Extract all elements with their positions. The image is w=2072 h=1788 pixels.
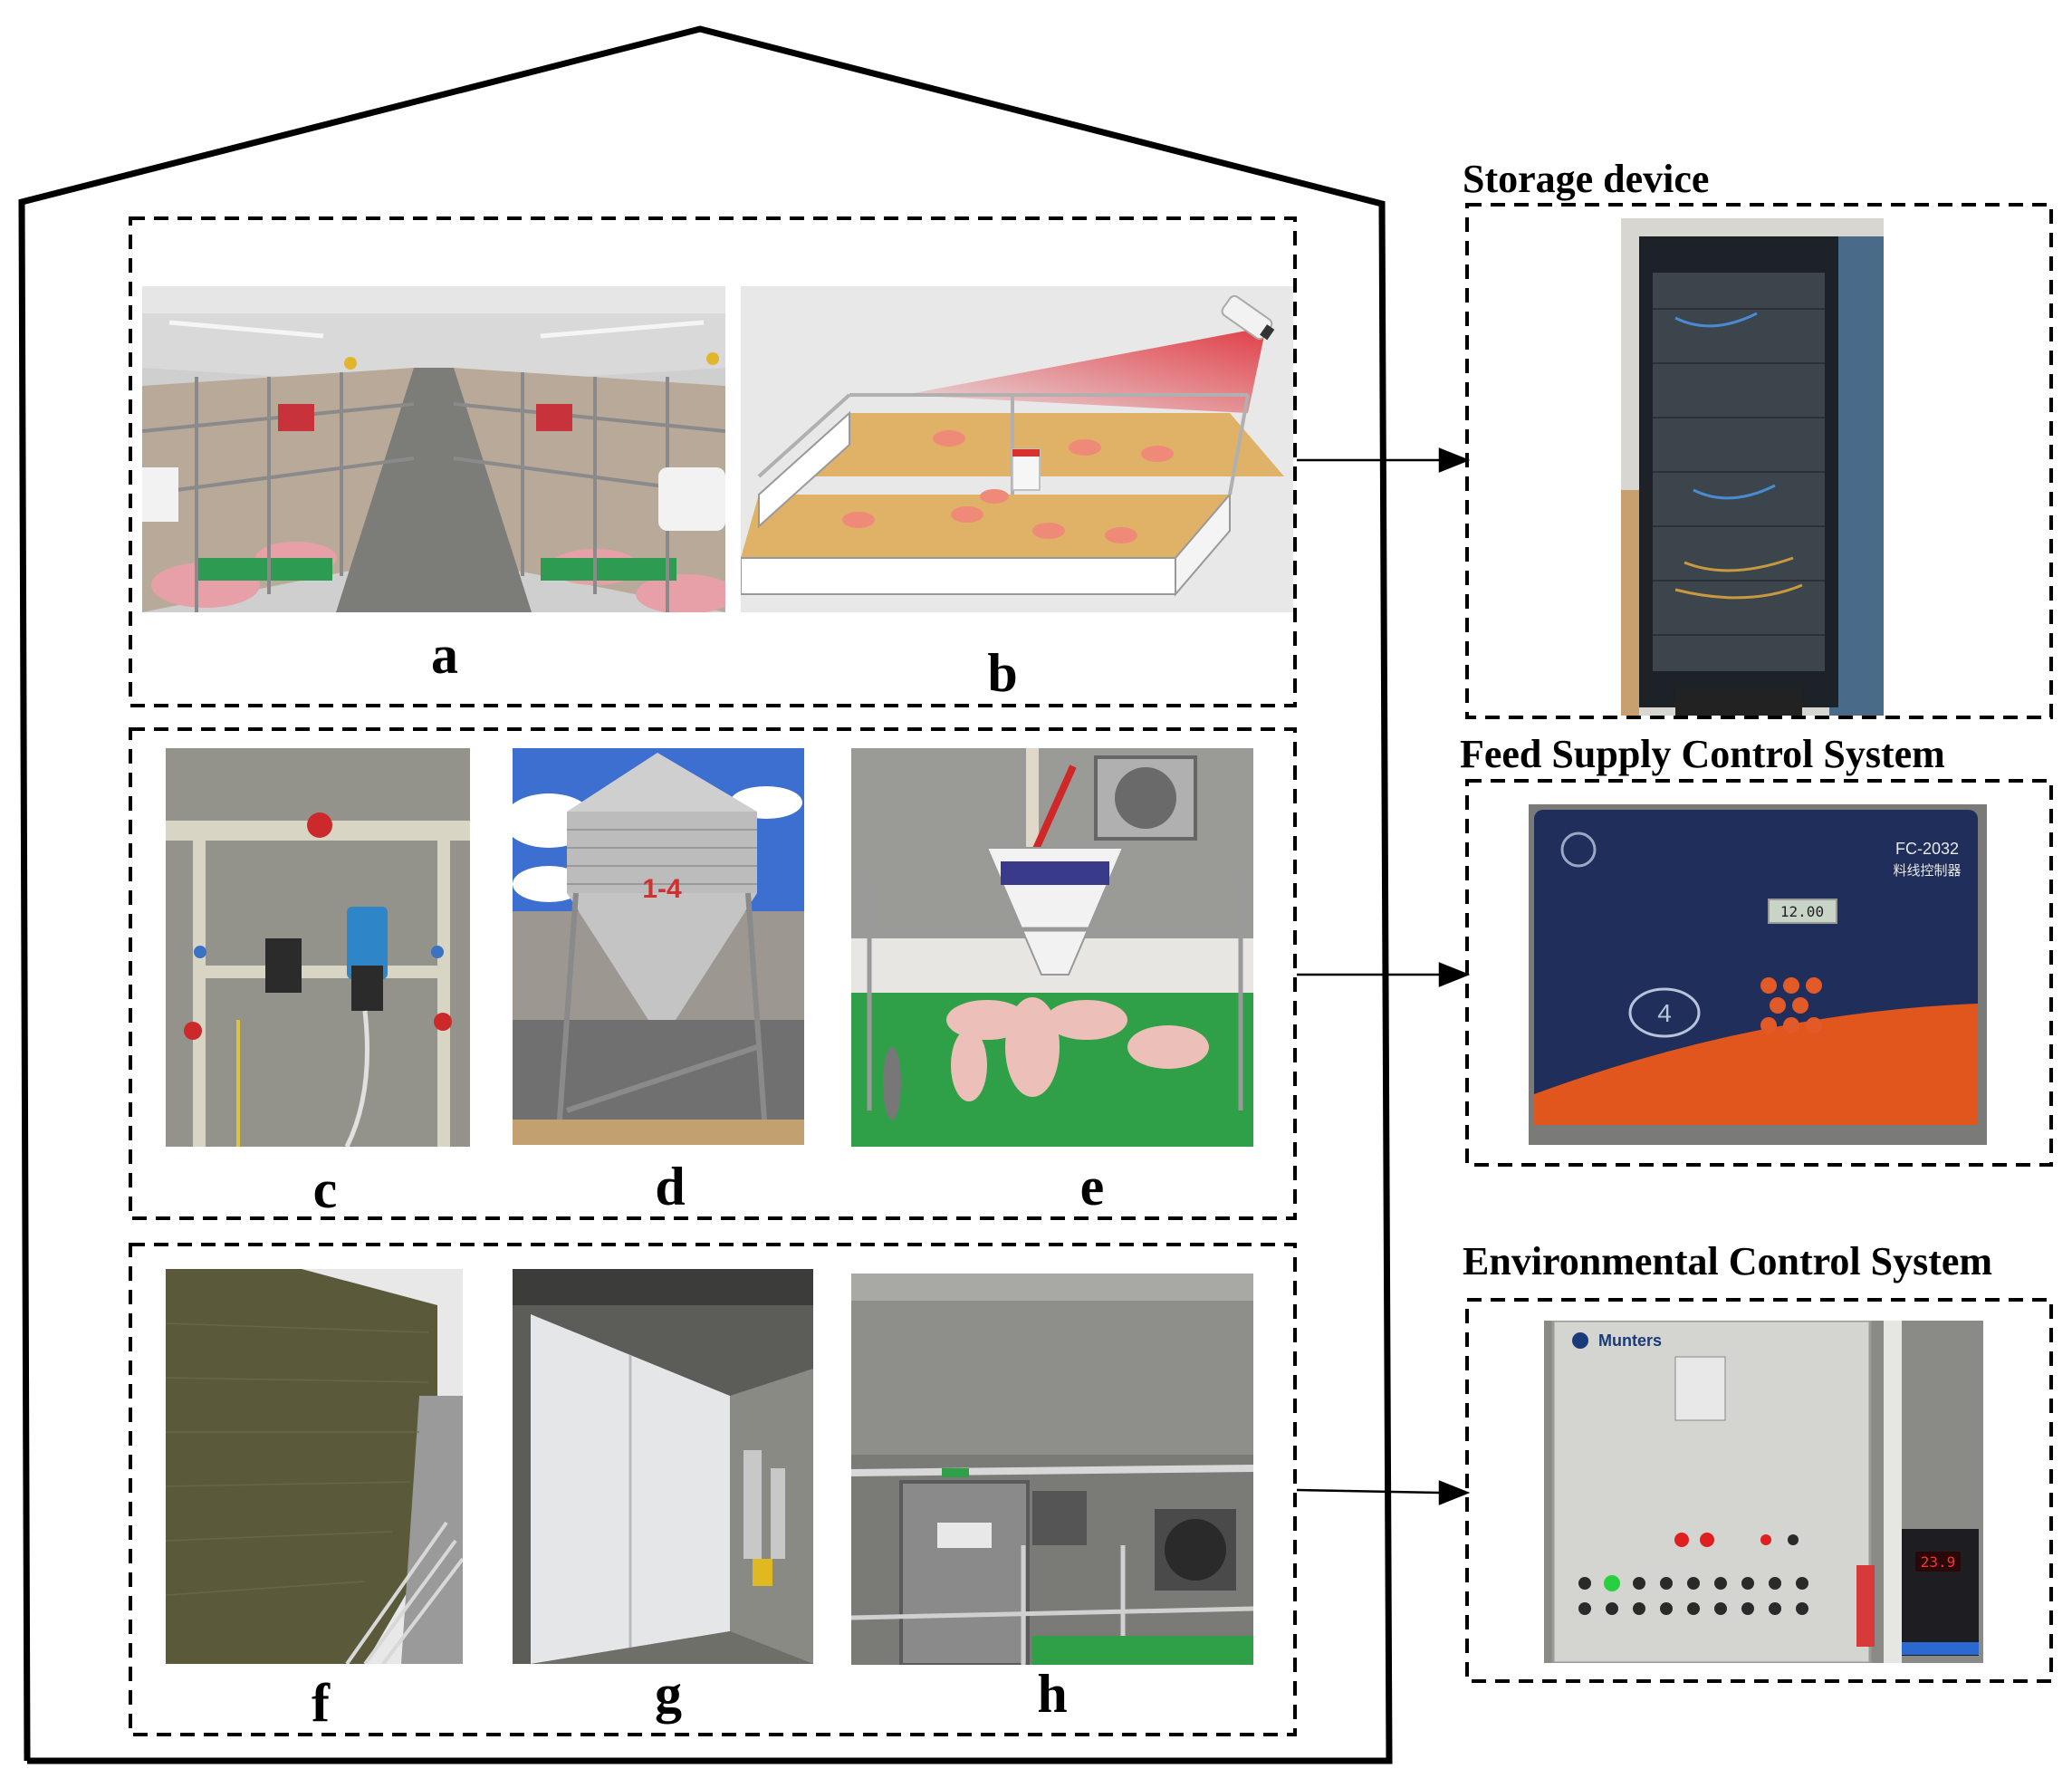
- silo-number-label: 1-4: [642, 874, 682, 904]
- photo-env-controller: Munters 23.9: [1544, 1321, 1983, 1663]
- label-a: a: [431, 625, 458, 685]
- photo-f-cooling-pad: [166, 1269, 463, 1664]
- photo-d-feed-silo: 1-4: [513, 748, 804, 1145]
- photo-c-water-pipes: [166, 748, 470, 1147]
- photo-g-corridor: [513, 1269, 813, 1664]
- photo-h-room-door: [851, 1274, 1253, 1665]
- feed-supply-title: Feed Supply Control System: [1460, 732, 1945, 776]
- label-c: c: [312, 1159, 338, 1219]
- arrow-env-line: [1296, 1488, 1441, 1495]
- label-g: g: [655, 1664, 682, 1724]
- group-box-cde: [129, 727, 1297, 1220]
- arrow-storage-head: [1438, 447, 1471, 473]
- photo-e-feeder-piglets: [851, 748, 1253, 1147]
- arrow-feed-head: [1438, 962, 1471, 987]
- controller-model-text: FC-2032: [1895, 840, 1959, 858]
- label-b: b: [987, 643, 1018, 703]
- controller-pig-number: 4: [1657, 999, 1672, 1027]
- label-h: h: [1037, 1664, 1068, 1724]
- env-box: [1465, 1298, 2053, 1683]
- label-d: d: [655, 1157, 686, 1216]
- controller-subtitle-text: 料线控制器: [1893, 862, 1961, 879]
- environmental-control-title: Environmental Control System: [1463, 1239, 1993, 1283]
- photo-b-pen-render: [741, 286, 1293, 612]
- photo-a-barn-interior: [142, 286, 725, 612]
- storage-device-title: Storage device: [1463, 157, 1710, 201]
- photo-feed-controller: 12.00 FC-2032 料线控制器 4: [1529, 804, 1987, 1145]
- arrow-env-head: [1438, 1480, 1471, 1505]
- feed-box: [1465, 779, 2053, 1167]
- label-e: e: [1079, 1157, 1105, 1216]
- env-brand-text: Munters: [1598, 1331, 1662, 1350]
- house-outline: [18, 25, 1393, 1764]
- controller-display-text: 12.00: [1780, 903, 1824, 920]
- photo-storage-server-rack: [1621, 218, 1884, 716]
- label-f: f: [312, 1673, 330, 1733]
- env-display-text: 23.9: [1921, 1553, 1956, 1571]
- group-box-fgh: [129, 1243, 1297, 1736]
